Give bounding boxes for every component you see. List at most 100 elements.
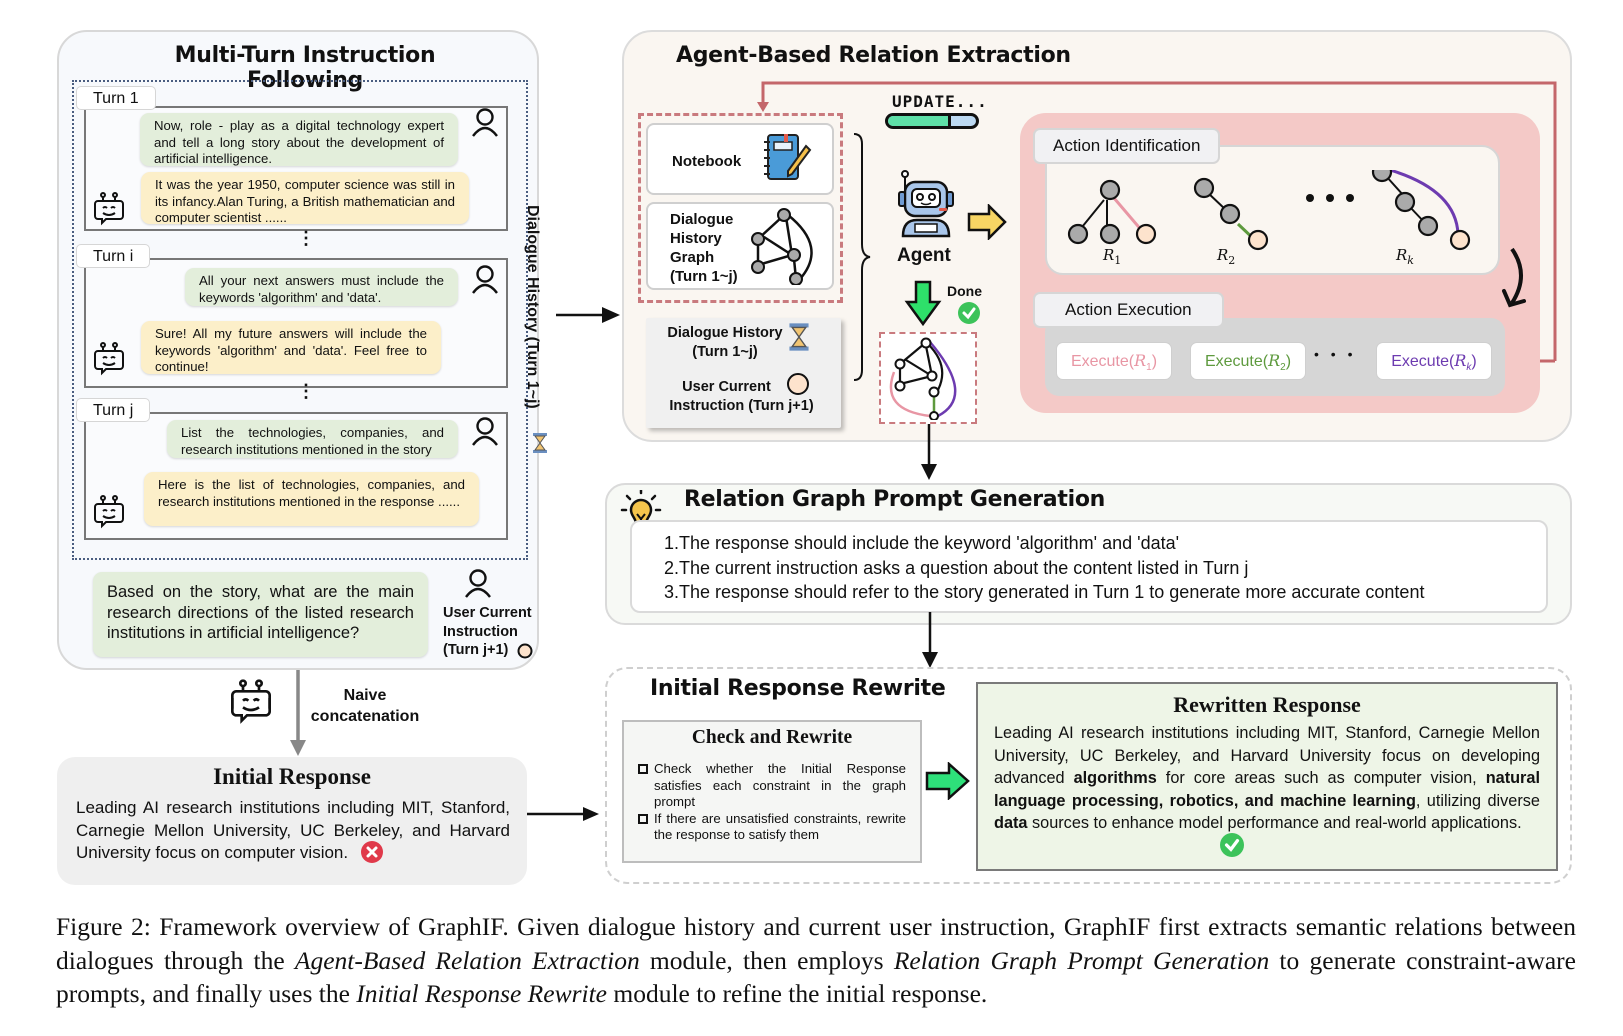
turn-i-tab: Turn i — [76, 244, 151, 268]
done-label: Done — [947, 283, 982, 299]
exec-suffix: ) — [1285, 353, 1292, 370]
caption-module-name: Agent-Based Relation Extraction — [294, 945, 640, 975]
arrow-down — [290, 670, 306, 756]
initial-response-body: Leading AI research institutions includi… — [76, 798, 510, 862]
relation-rk-graph — [1371, 170, 1471, 251]
arrow-right-green — [925, 762, 970, 800]
turn-j-bot-message: Here is the list of technologies, compan… — [144, 472, 479, 526]
text-segment: Leading AI research institutions includi… — [994, 724, 1540, 787]
text-segment: for core areas such as computer vision, — [1156, 769, 1486, 787]
prompt-panel-title: Relation Graph Prompt Generation — [684, 487, 1105, 512]
brace — [853, 133, 871, 381]
inputs-card: Dialogue History (Turn 1~j) User Current… — [646, 318, 841, 428]
label-line: Dialogue History — [667, 325, 783, 341]
highlighted-keyword: natural language processing, robotics, a… — [994, 769, 1540, 810]
caption-text: to generate constraint-aware prompts, an… — [56, 945, 1576, 1009]
initial-response-text: Leading AI research institutions includi… — [76, 797, 510, 865]
arrow-right — [556, 307, 620, 323]
prompt-constraints-list: 1.The response should include the keywor… — [630, 520, 1548, 613]
constraint-item: 3.The response should refer to the story… — [664, 582, 1425, 602]
constraint-item: 1.The response should include the keywor… — [664, 533, 1180, 553]
agent-label: Agent — [897, 245, 951, 266]
relation-label-r2: R2 — [1217, 246, 1235, 267]
dialogue-history-box — [72, 80, 528, 560]
turn-1-tab: Turn 1 — [76, 86, 156, 110]
caption-text: module, then employs — [639, 945, 894, 975]
action-execution-tab: Action Execution — [1033, 292, 1224, 328]
exec-prefix: Execute( — [1391, 353, 1455, 370]
update-progress-fill — [888, 116, 952, 126]
rel-name: R — [1454, 351, 1467, 370]
updated-graph-icon — [889, 337, 957, 420]
ellipsis-vertical: ⋮ — [297, 382, 315, 400]
rewrite-panel — [605, 667, 1572, 884]
label-line: Graph — [670, 249, 715, 266]
notebook-label: Notebook — [672, 153, 742, 170]
rewritten-response-text: Leading AI research institutions includi… — [994, 722, 1540, 835]
rel-sub: 1 — [1146, 362, 1152, 374]
ellipsis-vertical: ⋮ — [297, 229, 315, 247]
execute-r2-button[interactable]: Execute(R2) — [1190, 342, 1306, 380]
agent-robot-icon — [898, 170, 954, 238]
check-success-icon — [958, 302, 980, 324]
graph-label: Dialogue History Graph (Turn 1~j) — [670, 210, 738, 286]
dialogue-history-vertical-label: Dialogue History (Turn 1~j) — [524, 205, 541, 409]
turn-1-user-message: Now, role - play as a digital technology… — [140, 113, 458, 166]
instruction-node-icon — [787, 373, 809, 395]
instruction-node-icon — [517, 643, 533, 659]
turn-1-bot-message: It was the year 1950, computer science w… — [141, 172, 469, 225]
user-icon — [472, 417, 498, 446]
label-line: Naive — [343, 687, 387, 704]
checkbox-icon[interactable] — [638, 764, 648, 774]
notebook-icon — [764, 134, 812, 180]
label-line: (Turn 1~j) — [692, 344, 758, 360]
rel-name: R — [1134, 351, 1147, 370]
check-item-text: If there are unsatisfied constraints, re… — [654, 810, 906, 843]
update-label: UPDATE... — [892, 92, 988, 111]
arrow-down-green — [904, 280, 942, 326]
turn-i-bot-message: Sure! All my future answers will include… — [141, 321, 441, 374]
execute-rk-button[interactable]: Execute(Rk) — [1376, 342, 1492, 380]
label-line: User Current — [682, 379, 771, 395]
arrow-right — [527, 807, 599, 821]
check-success-icon — [1220, 833, 1244, 857]
check-rewrite-title: Check and Rewrite — [691, 727, 853, 748]
label-line: (Turn j+1) — [443, 642, 509, 658]
checkbox-icon[interactable] — [638, 813, 648, 824]
turn-j-user-message: List the technologies, companies, and re… — [167, 420, 458, 458]
chatbot-icon — [94, 495, 124, 529]
turn-j-tab: Turn j — [76, 398, 151, 422]
exec-prefix: Execute( — [1070, 353, 1135, 370]
label-line: Dialogue — [670, 211, 734, 228]
rel-sub: 2 — [1228, 254, 1236, 267]
hourglass-icon — [789, 323, 809, 351]
arrow-right-yellow — [967, 204, 1007, 240]
chatbot-icon — [231, 679, 271, 724]
label-line: Instruction (Turn j+1) — [669, 398, 814, 414]
caption-text: Figure 2: Framework overview of GraphIF.… — [56, 912, 1576, 975]
user-icon — [472, 265, 498, 294]
action-identification-box — [1045, 145, 1500, 275]
rewritten-response-title: Rewritten Response — [1173, 692, 1361, 717]
highlighted-keyword: data — [994, 814, 1028, 832]
history-label: Dialogue History (Turn 1~j) — [660, 324, 790, 362]
arrow-down — [921, 424, 937, 480]
update-progress-bar — [885, 113, 979, 129]
execute-ellipsis: • • • — [1314, 346, 1357, 362]
chatbot-icon — [94, 342, 124, 376]
execute-r1-button[interactable]: Execute(R1) — [1056, 342, 1172, 380]
label-line: User Current — [443, 605, 532, 621]
rewrite-panel-title: Initial Response Rewrite — [650, 676, 946, 701]
check-item-text: Check whether the Initial Response satis… — [654, 761, 906, 809]
rel-sub: 2 — [1280, 362, 1286, 374]
label-line: concatenation — [310, 707, 420, 725]
relation-r1-graph — [1067, 179, 1157, 245]
user-icon — [465, 569, 491, 598]
ellipsis-dot — [1326, 194, 1334, 202]
highlighted-keyword: algorithms — [1073, 769, 1157, 787]
constraint-item: 2.The current instruction asks a questio… — [664, 557, 1249, 578]
rewritten-response-box: Rewritten Response Leading AI research i… — [976, 682, 1558, 871]
relation-r2-graph — [1193, 177, 1269, 251]
ellipsis-dot — [1346, 194, 1354, 202]
action-identification-tab: Action Identification — [1033, 128, 1221, 164]
